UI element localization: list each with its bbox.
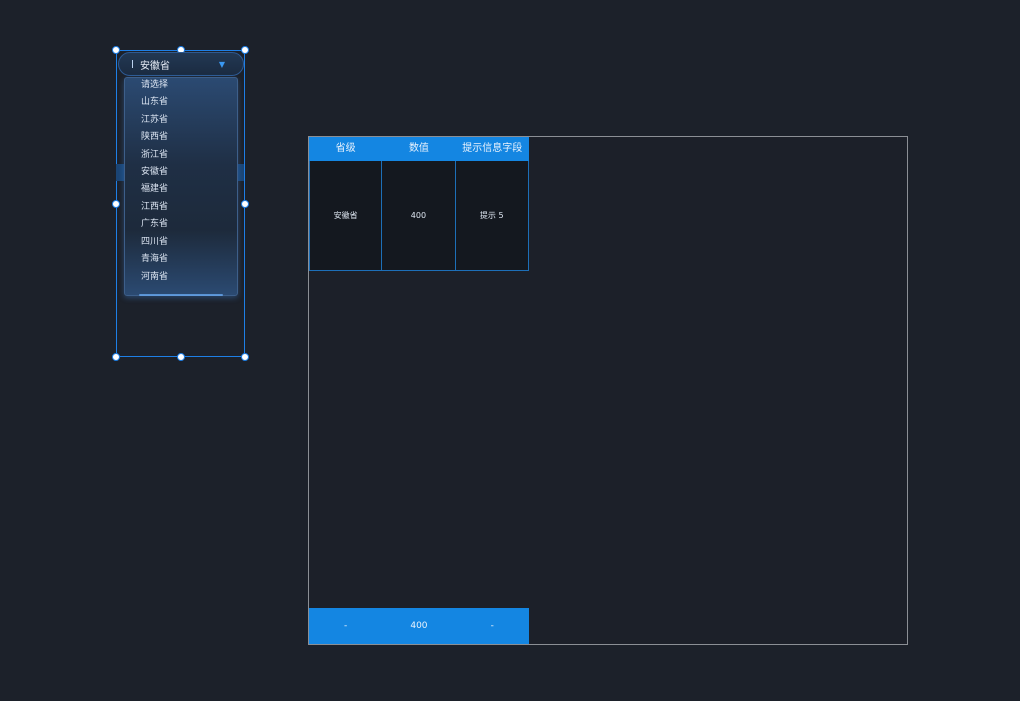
table-cell-value: 400 — [382, 161, 456, 270]
dropdown-option[interactable]: 江西省 — [141, 202, 169, 212]
resize-handle-top-right[interactable] — [241, 46, 249, 54]
resize-handle-bottom[interactable] — [177, 353, 185, 361]
table-cell-province: 安徽省 — [309, 161, 383, 270]
table-header: 省级 数值 提示信息字段 — [309, 137, 529, 161]
resize-handle-bottom-right[interactable] — [241, 353, 249, 361]
dropdown-option[interactable]: 河南省 — [141, 272, 169, 282]
province-select-value: 安徽省 — [140, 60, 170, 72]
dropdown-option[interactable]: 山东省 — [141, 97, 169, 107]
dropdown-option[interactable]: 浙江省 — [141, 150, 169, 160]
text-cursor-bar — [132, 60, 133, 68]
dropdown-option[interactable]: 陕西省 — [141, 132, 169, 142]
resize-handle-bottom-left[interactable] — [112, 353, 120, 361]
dropdown-option[interactable]: 青海省 — [141, 254, 169, 264]
footer-cell-province: - — [344, 621, 348, 631]
caret-down-icon[interactable]: ▼ — [218, 60, 225, 69]
column-header-value[interactable]: 数值 — [408, 143, 429, 154]
dropdown-option[interactable]: 四川省 — [141, 237, 169, 247]
dropdown-option[interactable]: 广东省 — [141, 219, 169, 229]
resize-handle-left[interactable] — [112, 200, 120, 208]
province-dropdown-list[interactable]: 请选择 山东省 江苏省 陕西省 浙江省 安徽省 福建省 江西省 广东省 四川省 … — [124, 77, 238, 296]
data-table: 省级 数值 提示信息字段 安徽省 400 提示 5 — [309, 137, 529, 271]
dropdown-option[interactable]: 江苏省 — [141, 115, 169, 125]
dropdown-bottom-glow — [139, 294, 223, 296]
table-cell-tip: 提示 5 — [456, 161, 529, 270]
column-header-province[interactable]: 省级 — [335, 143, 356, 154]
dropdown-option-selected[interactable]: 安徽省 — [141, 167, 169, 177]
resize-handle-top-left[interactable] — [112, 46, 120, 54]
province-select[interactable]: 安徽省 ▼ — [118, 52, 244, 76]
column-header-tip[interactable]: 提示信息字段 — [462, 143, 523, 154]
dropdown-option[interactable]: 请选择 — [141, 80, 169, 90]
footer-cell-value: 400 — [410, 621, 428, 631]
footer-cell-tip: - — [490, 621, 494, 631]
dropdown-option[interactable]: 福建省 — [141, 184, 169, 194]
resize-handle-right[interactable] — [241, 200, 249, 208]
table-row[interactable]: 安徽省 400 提示 5 — [309, 161, 529, 271]
table-footer: - 400 - — [309, 608, 529, 644]
